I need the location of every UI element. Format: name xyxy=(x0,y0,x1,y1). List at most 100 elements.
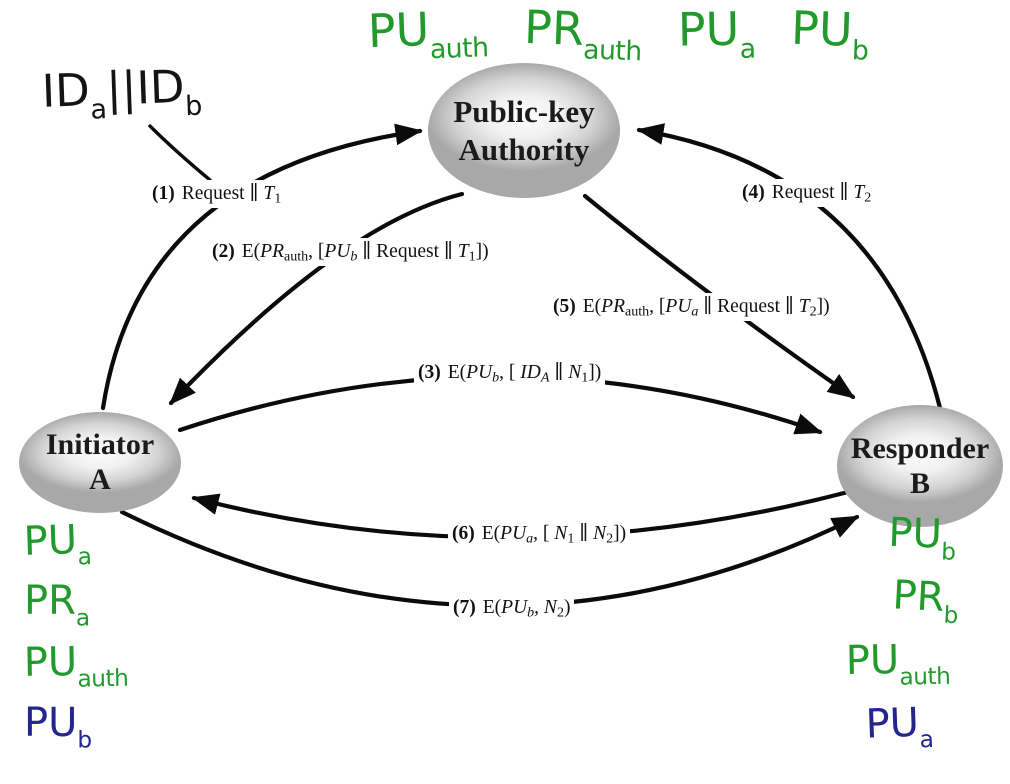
message-number: (1) xyxy=(152,183,175,204)
key-annotation-pu-auth: PUauth xyxy=(367,2,489,66)
key-base: PR xyxy=(891,572,946,621)
key-annotation-pr-a: PRa xyxy=(24,581,128,642)
text-part: , [ xyxy=(499,362,521,383)
key-subscript: auth xyxy=(582,34,643,68)
key-base: PU xyxy=(887,509,943,558)
text-part: ∥ xyxy=(574,523,594,544)
key-annotation-pu-auth: PUauth xyxy=(23,638,129,704)
message-number: (5) xyxy=(553,296,576,317)
key-base: PU xyxy=(864,699,920,748)
text-part: T xyxy=(798,296,810,317)
key-annotation-pu-a: PUa xyxy=(677,1,756,65)
key-annotation-pu-a: PUa xyxy=(864,699,959,767)
text-part: T xyxy=(457,241,469,262)
text-part: T xyxy=(263,183,275,204)
id-note-pointer-line xyxy=(148,124,212,182)
text-part: T xyxy=(853,182,865,203)
text-part: ]) xyxy=(588,362,602,383)
key-annotation-pu-b: PUb xyxy=(24,703,128,764)
text-part: b xyxy=(527,604,535,621)
message-text: E(PRauth, [PUa ∥ Request ∥ T2]) xyxy=(582,296,830,320)
key-annotation-pr-auth: PRauth xyxy=(523,0,643,68)
key-base: PU xyxy=(22,516,78,565)
message-label-4: (4)Request ∥ T2 xyxy=(738,179,876,208)
text-part: 1 xyxy=(274,190,282,207)
message-text: E(PUb, N2) xyxy=(482,597,571,621)
message-text: E(PRauth, [PUb ∥ Request ∥ T1]) xyxy=(242,241,489,265)
text-part: ID xyxy=(520,362,541,383)
message-text: Request ∥ T1 xyxy=(181,183,282,207)
text-part: 1 xyxy=(581,369,589,386)
message-number: (3) xyxy=(418,362,441,383)
key-subscript: auth xyxy=(429,32,489,66)
text-part: Request ∥ xyxy=(181,183,264,204)
key-base: PR xyxy=(523,0,585,57)
key-base: PU xyxy=(23,638,78,686)
node-label-line1: Responder xyxy=(850,431,990,465)
node-public-key-authority: Public-key Authority xyxy=(428,63,620,198)
message-text: E(PUb, [ IDA ∥ N1]) xyxy=(447,362,602,386)
key-subscript: a xyxy=(77,543,92,571)
arrow-1-initiator-to-authority xyxy=(100,123,423,411)
text-part: E( xyxy=(481,523,501,544)
key-annotation-pu-b: PUb xyxy=(790,1,870,67)
text-part: ]) xyxy=(613,523,627,544)
text-part: auth xyxy=(624,303,650,320)
text-part: ]) xyxy=(475,241,489,262)
text-part: E( xyxy=(582,296,602,317)
text-part: 2 xyxy=(809,303,817,320)
message-label-6: (6)E(PUa, [ N1 ∥ N2]) xyxy=(448,520,631,549)
key-annotation-pu-auth: PUauth xyxy=(845,637,958,704)
text-part: A xyxy=(540,369,550,386)
message-label-1: (1) Request ∥ T1 xyxy=(148,180,286,209)
key-subscript: a xyxy=(919,725,934,754)
text-part: a xyxy=(89,94,108,126)
key-base: PU xyxy=(790,0,854,57)
text-part: N xyxy=(568,362,582,383)
key-annotation-pr-b: PRb xyxy=(890,572,959,641)
message-label-7: (7)E(PUb, N2) xyxy=(449,596,575,623)
text-part: PU xyxy=(466,362,493,383)
message-label-3: (3) E(PUb, [ IDA ∥ N1]) xyxy=(414,359,606,388)
text-part: ]) xyxy=(816,296,830,317)
text-part: auth xyxy=(283,248,309,265)
text-part: PU xyxy=(324,241,351,262)
node-label-line2: B xyxy=(909,467,930,500)
text-part: N xyxy=(554,523,568,544)
message-number: (6) xyxy=(452,523,475,544)
key-subscript: b xyxy=(77,726,92,754)
key-base: PU xyxy=(24,700,78,746)
text-part: 2 xyxy=(556,604,564,621)
key-annotation-pu-b: PUb xyxy=(887,509,959,578)
text-part: , [ xyxy=(308,241,325,262)
handwritten-id-note: IDa||IDb xyxy=(40,60,203,126)
text-part: 1 xyxy=(468,248,476,265)
text-part: ID xyxy=(40,63,91,118)
key-subscript: auth xyxy=(899,662,951,691)
text-part: 2 xyxy=(606,530,614,547)
key-subscript: b xyxy=(942,601,959,630)
text-part: a xyxy=(526,530,534,547)
text-part: E( xyxy=(447,362,467,383)
key-subscript: auth xyxy=(77,664,129,693)
text-part: PU xyxy=(500,523,527,544)
key-subscript: a xyxy=(739,33,756,65)
text-part: ∥ Request ∥ xyxy=(357,241,458,262)
text-part: , [ xyxy=(649,296,666,317)
message-label-5: (5) E(PRauth, [PUa ∥ Request ∥ T2]) xyxy=(549,293,834,322)
node-label-line2: Authority xyxy=(458,131,590,167)
text-part: E( xyxy=(482,597,502,618)
text-part: PU xyxy=(665,296,692,317)
text-part: PU xyxy=(501,597,528,618)
key-base: PR xyxy=(24,578,76,624)
text-part: 2 xyxy=(864,189,872,206)
node-responder-b: Responder B xyxy=(837,405,1003,527)
message-text: Request ∥ T2 xyxy=(772,182,872,206)
text-part: b xyxy=(492,369,500,386)
key-base: PU xyxy=(677,1,740,57)
key-annotation-pu-a: PUa xyxy=(22,516,129,583)
